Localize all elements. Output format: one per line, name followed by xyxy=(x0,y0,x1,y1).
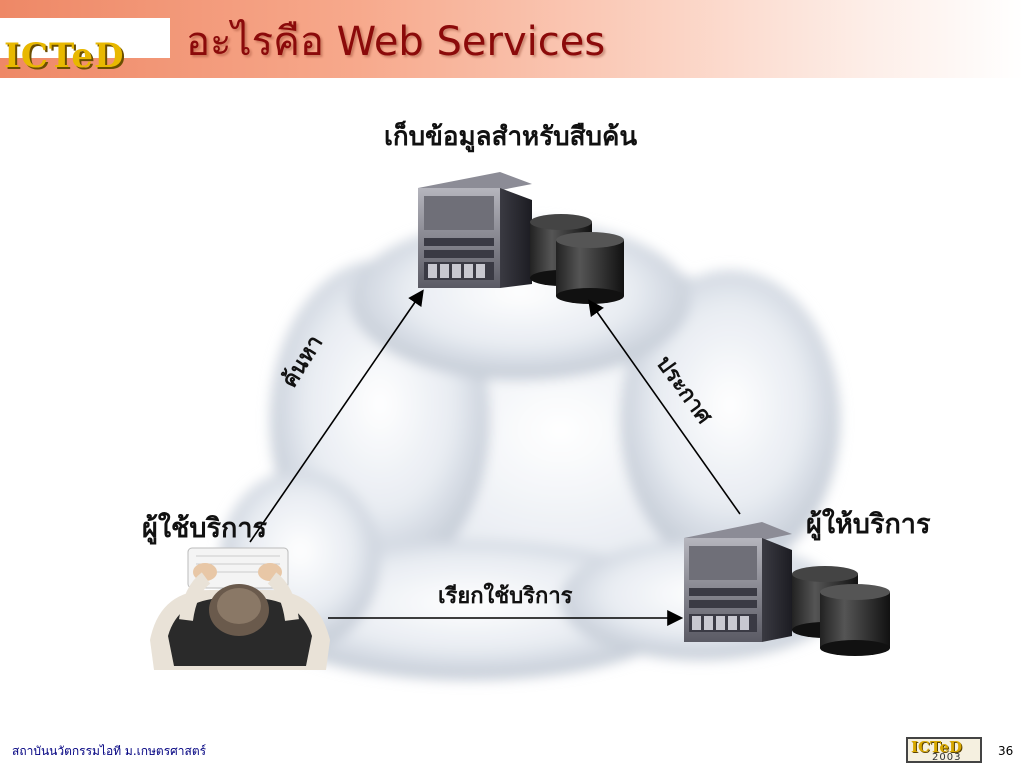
find-arrow xyxy=(249,289,424,543)
provider-database-icon xyxy=(792,566,890,656)
registry-label: เก็บข้อมูลสำหรับสืบค้น xyxy=(384,122,638,152)
registry-server-icon xyxy=(418,172,532,288)
invoke-label: เรียกใช้บริการ xyxy=(438,583,573,609)
footer-logo: ICTeD 2003 xyxy=(906,737,982,763)
provider-label: ผู้ให้บริการ xyxy=(806,509,931,540)
slide-title: อะไรคือ Web Services xyxy=(186,19,606,65)
ictedu-logo: ICTeD xyxy=(0,18,170,74)
publish-arrow xyxy=(588,299,741,515)
page-number: 36 xyxy=(998,744,1014,758)
logo-text: ICTeD xyxy=(4,36,125,76)
footer-institution: สถาบันนวัตกรรมไอที ม.เกษตรศาสตร์ xyxy=(12,744,207,758)
footer-logo-text: ICTeD xyxy=(911,738,962,756)
header-band xyxy=(0,0,1024,78)
provider-server-icon xyxy=(684,522,792,642)
footer-logo-year: 2003 xyxy=(932,752,962,763)
registry-database-icon xyxy=(530,214,624,304)
consumer-person-icon xyxy=(150,547,330,670)
consumer-label: ผู้ใช้บริการ xyxy=(142,513,267,544)
